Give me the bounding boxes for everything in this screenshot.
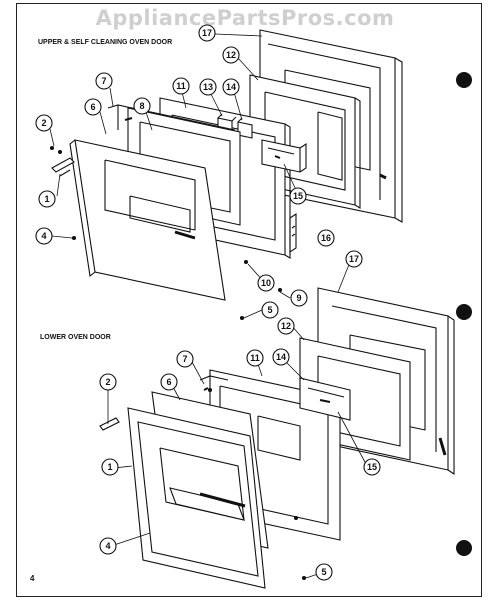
upper-callout-label-17: 17 bbox=[202, 28, 212, 38]
upper-callout-circle-14 bbox=[222, 78, 240, 96]
lower-callout-label-14: 14 bbox=[276, 352, 286, 362]
lower-part-14-latch bbox=[299, 377, 351, 421]
upper-part-1-handle bbox=[51, 157, 75, 177]
lower-callout-label-7: 7 bbox=[182, 354, 187, 364]
upper-part-15-latch bbox=[261, 139, 307, 173]
upper-callout-label-14: 14 bbox=[226, 82, 236, 92]
lower-callout-label-17: 17 bbox=[349, 254, 359, 264]
lower-callout-circle-4 bbox=[99, 537, 117, 555]
page-number: 4 bbox=[30, 574, 35, 583]
upper-callout-label-5: 5 bbox=[267, 305, 272, 315]
upper-callout-label-2: 2 bbox=[41, 118, 46, 128]
upper-callout-circle-7 bbox=[95, 72, 113, 90]
lower-callout-circle-2 bbox=[99, 373, 117, 391]
upper-callout-circle-11 bbox=[172, 77, 190, 95]
lower-callout-label-15: 15 bbox=[367, 462, 377, 472]
upper-callout-circle-6 bbox=[84, 98, 102, 116]
upper-callout-circle-1 bbox=[38, 190, 56, 208]
upper-callout-circle-17 bbox=[198, 24, 216, 42]
lower-callout-circle-11 bbox=[246, 349, 264, 367]
lower-section-title: LOWER OVEN DOOR bbox=[40, 334, 111, 341]
upper-callout-label-8: 8 bbox=[139, 101, 144, 111]
upper-callout-circle-9 bbox=[290, 289, 308, 307]
lower-callout-circle-1 bbox=[101, 458, 119, 476]
upper-callout-label-12: 12 bbox=[226, 50, 236, 60]
upper-callout-circle-15 bbox=[289, 187, 307, 205]
lower-callout-circle-5 bbox=[315, 563, 333, 581]
upper-callout-circle-13 bbox=[199, 78, 217, 96]
upper-part-16-clip bbox=[289, 212, 297, 254]
lower-callout-circle-14 bbox=[272, 348, 290, 366]
lower-part-7-frame bbox=[199, 375, 229, 391]
watermark: AppliancePartsPros.com bbox=[95, 6, 395, 30]
upper-callout-circle-2 bbox=[35, 114, 53, 132]
upper-callout-label-16: 16 bbox=[321, 233, 331, 243]
upper-callout-label-6: 6 bbox=[90, 102, 95, 112]
upper-callout-label-10: 10 bbox=[261, 278, 271, 288]
lower-callout-label-2: 2 bbox=[105, 377, 110, 387]
lower-part-1-outer-door bbox=[127, 407, 266, 589]
lower-callout-circle-7 bbox=[176, 350, 194, 368]
lower-callout-label-5: 5 bbox=[321, 567, 326, 577]
upper-part-6-outer-door bbox=[69, 139, 226, 301]
upper-callout-label-13: 13 bbox=[203, 82, 213, 92]
upper-callout-label-9: 9 bbox=[296, 293, 301, 303]
upper-part-7-frame bbox=[107, 104, 236, 131]
upper-callout-label-11: 11 bbox=[176, 81, 186, 91]
upper-callout-label-7: 7 bbox=[101, 76, 106, 86]
lower-callout-circle-15 bbox=[363, 458, 381, 476]
upper-callout-label-15: 15 bbox=[293, 191, 303, 201]
lower-callout-label-12: 12 bbox=[281, 321, 291, 331]
upper-section-title: UPPER & SELF CLEANING OVEN DOOR bbox=[38, 39, 173, 46]
upper-callout-label-4: 4 bbox=[41, 231, 46, 241]
upper-callout-label-1: 1 bbox=[44, 194, 49, 204]
upper-part-2-screws bbox=[49, 145, 63, 155]
upper-callout-circle-16 bbox=[317, 229, 335, 247]
upper-callout-circle-12 bbox=[222, 46, 240, 64]
lower-callout-label-1: 1 bbox=[107, 462, 112, 472]
lower-callout-label-6: 6 bbox=[166, 377, 171, 387]
upper-callout-circle-10 bbox=[257, 274, 275, 292]
lower-callout-label-11: 11 bbox=[250, 353, 260, 363]
lower-callout-label-4: 4 bbox=[105, 541, 110, 551]
upper-callout-circle-4 bbox=[35, 227, 53, 245]
lower-callout-circle-17 bbox=[345, 250, 363, 268]
upper-callout-circle-8 bbox=[133, 97, 151, 115]
page-border bbox=[16, 3, 482, 597]
lower-callout-circle-6 bbox=[160, 373, 178, 391]
upper-callout-circle-5 bbox=[261, 301, 279, 319]
lower-callout-circle-12 bbox=[277, 317, 295, 335]
lower-part-2-end-cap bbox=[99, 417, 120, 431]
binder-dots bbox=[456, 72, 472, 556]
